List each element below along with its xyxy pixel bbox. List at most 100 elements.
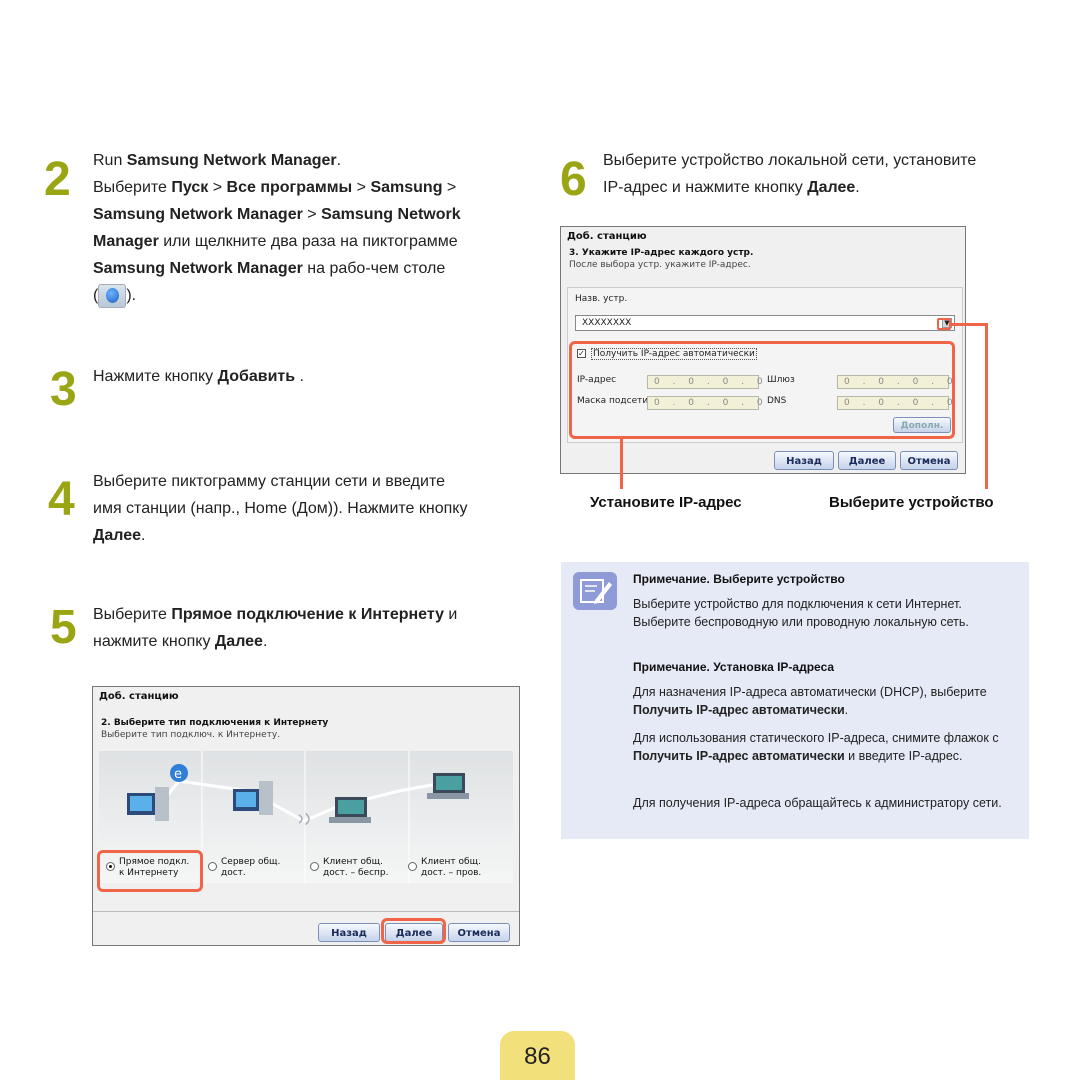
gateway-input[interactable]: 0 . 0 . 0 . 0 [837,375,953,389]
ip-address-input[interactable]: 0 . 0 . 0 . 0 [647,375,763,389]
t: Manager [93,233,159,250]
note-heading-ip: Примечание. Установка IP-адреса [633,660,835,674]
t: . [844,703,849,717]
auto-ip-label: Получить IP-адрес автоматически [591,348,757,360]
network-illustration: e [99,751,513,883]
t: Получить IP-адрес автоматически [633,749,845,763]
radio-client-wireless[interactable] [310,862,319,871]
t: дост. – пров. [421,868,482,878]
subnet-mask-label: Маска подсети [577,396,649,406]
more-button[interactable]: Дополн. [893,417,951,433]
t: Добавить [217,368,296,385]
dialog-hint: После выбора устр. укажите IP-адрес. [569,260,751,270]
auto-ip-checkbox[interactable]: ✓ [577,349,586,358]
t: Клиент общ. [421,857,481,867]
highlight-ip-settings [569,341,955,439]
next-button[interactable]: Далее [838,451,896,470]
pc-icon [127,787,169,821]
t: к Интернету [119,868,179,878]
cancel-button[interactable]: Отмена [448,923,510,942]
t: нажмите кнопку [93,633,215,650]
t: Samsung Network Manager [93,206,303,223]
radio-client-wired[interactable] [408,862,417,871]
dialog-title: Доб. станцию [99,691,179,702]
connection-option-server[interactable]: Сервер общ.дост. [205,855,303,881]
step-5-text: Выберите Прямое подключение к Интернету … [93,601,533,655]
t: Сервер общ. [221,857,281,867]
note-heading-device: Примечание. Выберите устройство [633,572,845,586]
back-button[interactable]: Назад [774,451,834,470]
t: Run [93,152,127,169]
t: Для назначения IP-адреса автоматически (… [633,685,987,699]
add-station-dialog-ip-settings: Доб. станцию 3. Укажите IP-адрес каждого… [560,226,966,474]
step-number-4: 4 [48,473,75,526]
t: ). [126,287,137,304]
t: Samsung [370,179,443,196]
step-4-text: Выберите пиктограмму станции сети и введ… [93,468,533,549]
step-number-2: 2 [44,153,71,206]
connection-option-client-wireless[interactable]: Клиент общ.дост. – беспр. [307,855,405,881]
step-number-3: 3 [50,363,77,416]
t: Выберите пиктограмму станции сети и введ… [93,473,445,490]
note-text-static: Для использования статического IP-адреса… [633,729,1013,765]
cancel-button[interactable]: Отмена [900,451,958,470]
t: Для использования статического IP-адреса… [633,731,999,745]
dialog-separator [93,911,519,912]
callout-select-device: Выберите устройство [829,494,994,511]
t: Все программы [226,179,353,196]
t: . [141,527,146,544]
connector-set-ip-line [620,439,623,489]
dialog-subtitle: 2. Выберите тип подключения к Интернету [101,718,329,728]
t: на рабо-чем столе [302,260,446,277]
t: Клиент общ. [323,857,383,867]
note-text-admin: Для получения IP-адреса обращайтесь к ад… [633,796,1002,810]
t: или щелкните два раза на пиктограмме [158,233,458,250]
t: . [336,152,342,169]
pencil-svg [580,579,612,604]
t: ( [93,287,99,304]
t: дост. – беспр. [323,868,389,878]
dns-input[interactable]: 0 . 0 . 0 . 0 [837,396,953,410]
gateway-label: Шлюз [767,375,795,385]
t: . [295,368,304,385]
t: Далее [807,179,856,196]
t: Выберите устройство локальной сети, уста… [603,152,977,169]
note-text-device: Выберите устройство для подключения к се… [633,597,969,629]
note-text-dhcp: Для назначения IP-адреса автоматически (… [633,683,1013,719]
t: Прямое подключение к Интернету [171,606,444,623]
callout-set-ip: Установите IP-адрес [590,494,742,511]
device-select[interactable]: XXXXXXXX ▼ [575,315,955,331]
subnet-mask-input[interactable]: 0 . 0 . 0 . 0 [647,396,763,410]
t: Samsung Network [321,206,461,223]
page-number: 86 [500,1031,575,1080]
dialog-subtitle: 3. Укажите IP-адрес каждого устр. [569,248,754,258]
back-button[interactable]: Назад [318,923,380,942]
t: Пуск [171,179,209,196]
server-pc-icon [233,781,273,815]
highlight-device-select [937,318,951,330]
laptop-icon [427,773,469,799]
ie-globe-icon: e [170,764,188,782]
t: имя станции (напр., Home (Дом)). Нажмите… [93,500,468,517]
laptop-icon [329,797,371,823]
step-2-text: Run Samsung Network Manager. Выберите Пу… [93,147,533,309]
t: > [208,179,227,196]
connector-device-vertical [985,323,988,489]
step-number-5: 5 [50,601,77,654]
radio-direct[interactable] [106,862,115,871]
option-label: Прямое подкл.к Интернету [119,857,189,879]
connection-option-client-wired[interactable]: Клиент общ.дост. – пров. [405,855,509,881]
t: > [302,206,322,223]
samsung-network-manager-icon [98,283,127,308]
t: > [352,179,371,196]
step-6-text: Выберите устройство локальной сети, уста… [603,147,1043,201]
t: Нажмите кнопку [93,368,218,385]
pencil-note-icon [573,572,617,610]
radio-server[interactable] [208,862,217,871]
device-select-value: XXXXXXXX [582,318,632,328]
t: Далее [214,633,263,650]
highlight-direct-option [97,850,203,892]
network-diagram: e [127,751,469,883]
dialog-hint: Выберите тип подключ. к Интернету. [101,730,281,740]
connection-option-direct[interactable]: Прямое подкл.к Интернету [103,855,201,881]
